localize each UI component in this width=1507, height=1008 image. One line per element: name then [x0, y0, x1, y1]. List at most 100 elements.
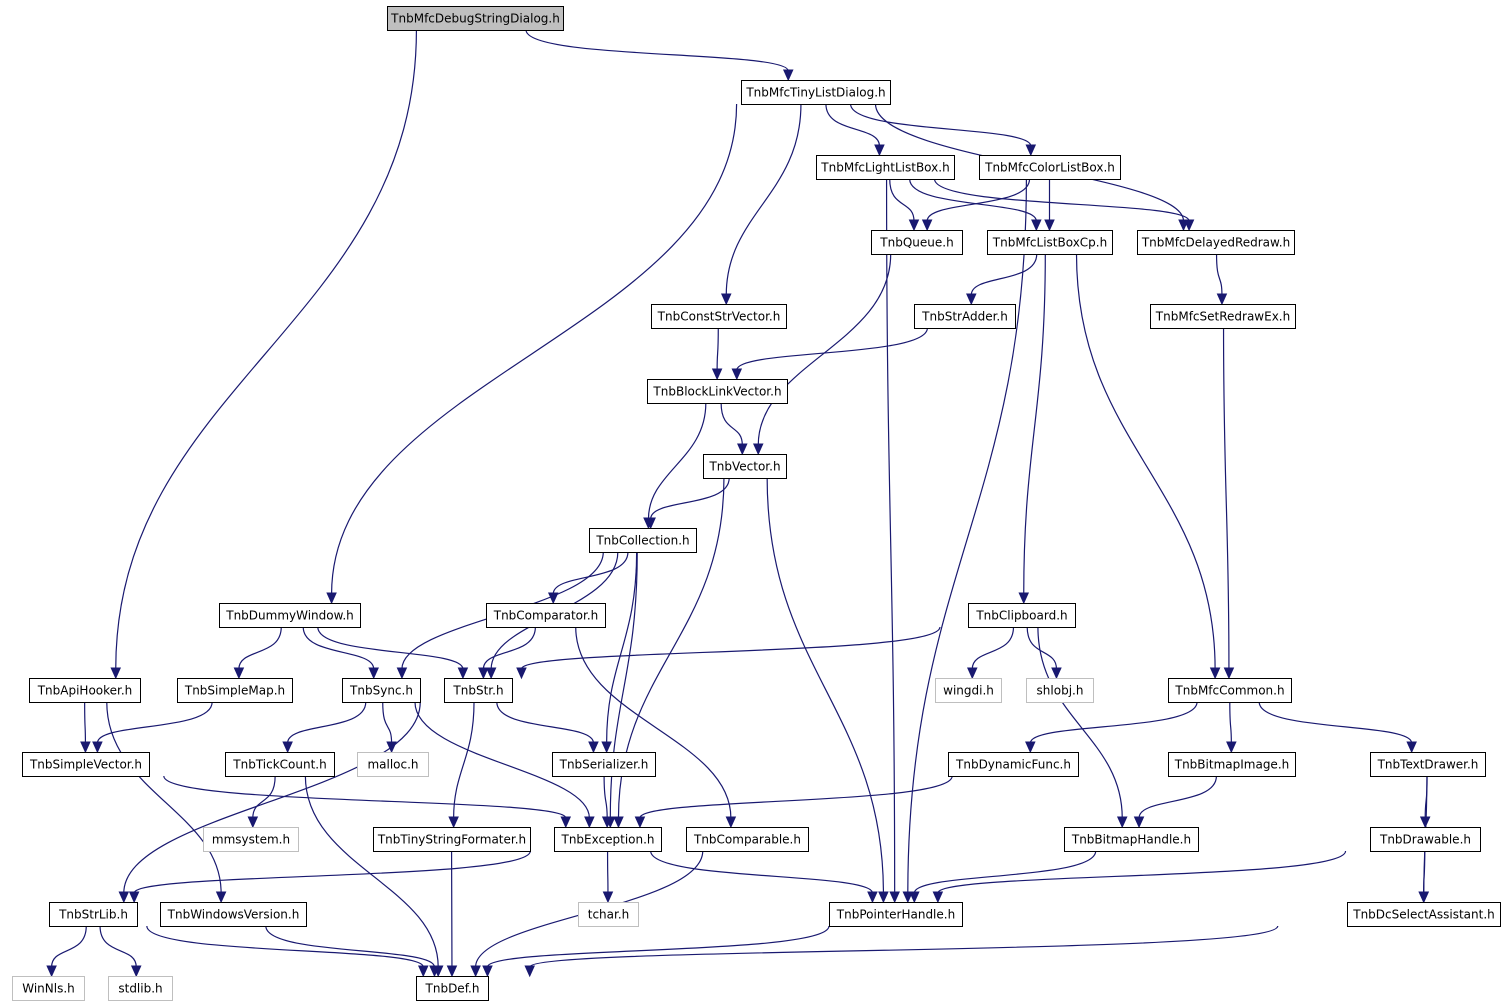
node-serializer[interactable]: TnbSerializer.h [552, 752, 656, 777]
node-comparable[interactable]: TnbComparable.h [686, 827, 809, 852]
node-collection[interactable]: TnbCollection.h [589, 528, 697, 553]
node-comparator[interactable]: TnbComparator.h [486, 603, 606, 628]
arrow-head-stradder-to-blocklink [731, 368, 743, 381]
node-tinyfmt[interactable]: TnbTinyStringFormater.h [373, 827, 531, 852]
node-label-dummywin: TnbDummyWindow.h [225, 609, 354, 623]
edge-clipboard-to-bitmaphandle [1037, 626, 1123, 819]
arrow-head-dummywin-to-str [457, 667, 469, 680]
node-mfccommon[interactable]: TnbMfcCommon.h [1168, 678, 1292, 703]
node-dummywin[interactable]: TnbDummyWindow.h [219, 603, 361, 628]
node-label-colorlist: TnbMfcColorListBox.h [984, 161, 1115, 175]
node-strlib[interactable]: TnbStrLib.h [49, 902, 138, 927]
node-box-listboxcp [987, 230, 1113, 255]
node-setredraw[interactable]: TnbMfcSetRedrawEx.h [1150, 304, 1296, 329]
node-label-comparator: TnbComparator.h [493, 609, 599, 623]
node-vector[interactable]: TnbVector.h [703, 454, 787, 479]
node-dynfunc[interactable]: TnbDynamicFunc.h [948, 752, 1079, 777]
node-delayed[interactable]: TnbMfcDelayedRedraw.h [1137, 230, 1295, 255]
node-winnls[interactable]: WinNls.h [12, 976, 85, 1001]
node-box-delayed [1137, 230, 1295, 255]
arrow-head-listboxcp-to-mfccommon [1209, 667, 1221, 680]
arrow-head-apihooker-to-simplevector [80, 741, 91, 754]
node-mmsystem[interactable]: mmsystem.h [203, 827, 299, 852]
node-box-wingdi [935, 678, 1002, 703]
arrow-head-blocklink-to-vector [737, 443, 748, 456]
node-tickcount[interactable]: TnbTickCount.h [225, 752, 335, 777]
arrow-head-listboxcp-to-clipboard [1018, 592, 1030, 605]
node-box-simplevector [22, 752, 150, 777]
node-listboxcp[interactable]: TnbMfcListBoxCp.h [987, 230, 1113, 255]
node-bitmapimage[interactable]: TnbBitmapImage.h [1168, 752, 1296, 777]
node-box-malloc [357, 752, 429, 777]
arrow-head-clipboard-to-str [516, 667, 527, 680]
node-def[interactable]: TnbDef.h [416, 976, 489, 1001]
arrow-head-textdrawer-to-drawable [1419, 816, 1431, 829]
arrow-head-apihooker-to-winver [215, 891, 227, 904]
node-box-queue [871, 230, 963, 255]
node-colorlist[interactable]: TnbMfcColorListBox.h [979, 155, 1121, 180]
node-tinylist[interactable]: TnbMfcTinyListDialog.h [741, 80, 891, 105]
node-simplemap[interactable]: TnbSimpleMap.h [177, 678, 293, 703]
edge-sync-to-tickcount [287, 701, 367, 744]
node-label-textdrawer: TnbTextDrawer.h [1377, 758, 1479, 772]
node-malloc[interactable]: malloc.h [357, 752, 429, 777]
node-box-blocklink [647, 379, 788, 404]
node-wingdi[interactable]: wingdi.h [935, 678, 1002, 703]
node-exception[interactable]: TnbException.h [554, 827, 662, 852]
arrow-head-strlib-to-def [418, 965, 429, 978]
node-clipboard[interactable]: TnbClipboard.h [968, 603, 1076, 628]
edge-lightlist-to-pointerhandle [885, 178, 896, 894]
node-tchar[interactable]: tchar.h [578, 902, 639, 927]
edge-collection-to-comparator [552, 551, 629, 595]
node-box-tinyfmt [373, 827, 531, 852]
node-label-tinylist: TnbMfcTinyListDialog.h [745, 86, 885, 100]
arrow-head-conststr-to-blocklink [711, 368, 723, 381]
edge-simplevector-to-exception [163, 775, 567, 819]
node-dcselect[interactable]: TnbDcSelectAssistant.h [1347, 902, 1501, 927]
arrow-head-comparable-to-def [470, 965, 481, 978]
node-bitmaphandle[interactable]: TnbBitmapHandle.h [1064, 827, 1199, 852]
edge-blocklink-to-collection [647, 402, 707, 520]
node-drawable[interactable]: TnbDrawable.h [1370, 827, 1481, 852]
node-queue[interactable]: TnbQueue.h [871, 230, 963, 255]
node-label-malloc: malloc.h [367, 758, 418, 772]
node-winver[interactable]: TnbWindowsVersion.h [160, 902, 307, 927]
node-simplevector[interactable]: TnbSimpleVector.h [22, 752, 150, 777]
node-shlobj[interactable]: shlobj.h [1026, 678, 1094, 703]
node-apihooker[interactable]: TnbApiHooker.h [29, 678, 141, 703]
node-box-colorlist [979, 155, 1121, 180]
node-debug[interactable]: TnbMfcDebugStringDialog.h [387, 6, 564, 31]
edge-str-to-tinyfmt [453, 701, 475, 819]
node-str[interactable]: TnbStr.h [444, 678, 513, 703]
node-box-bitmaphandle [1064, 827, 1199, 852]
arrow-head-clipboard-to-shlobj [1051, 667, 1062, 680]
node-conststr[interactable]: TnbConstStrVector.h [651, 304, 787, 329]
node-box-dcselect [1347, 902, 1501, 927]
edge-vector-to-collection [650, 477, 730, 520]
node-box-pointerhandle [829, 902, 963, 927]
node-blocklink[interactable]: TnbBlockLinkVector.h [647, 379, 788, 404]
edge-tinylist-to-colorlist [850, 103, 1032, 147]
node-box-stdlib [108, 976, 173, 1001]
edge-clipboard-to-wingdi [971, 626, 1015, 670]
node-box-dummywin [219, 603, 361, 628]
arrow-head-bitmapimage-to-bitmaphandle [1133, 816, 1145, 829]
node-box-setredraw [1150, 304, 1296, 329]
node-sync[interactable]: TnbSync.h [342, 678, 421, 703]
node-stdlib[interactable]: stdlib.h [108, 976, 173, 1001]
edge-collection-to-serializer [606, 551, 638, 744]
arrow-head-sync-to-tickcount [282, 741, 293, 754]
node-textdrawer[interactable]: TnbTextDrawer.h [1370, 752, 1486, 777]
node-box-str [444, 678, 513, 703]
arrow-head-lightlist-to-delayed [1183, 219, 1195, 232]
node-box-vector [703, 454, 787, 479]
node-stradder[interactable]: TnbStrAdder.h [914, 304, 1016, 329]
node-lightlist[interactable]: TnbMfcLightListBox.h [816, 155, 955, 180]
edge-bitmapimage-to-bitmaphandle [1138, 775, 1218, 819]
node-label-str: TnbStr.h [452, 684, 503, 698]
node-label-bitmaphandle: TnbBitmapHandle.h [1071, 833, 1191, 847]
node-label-debug: TnbMfcDebugStringDialog.h [390, 12, 560, 26]
node-label-serializer: TnbSerializer.h [559, 758, 649, 772]
node-pointerhandle[interactable]: TnbPointerHandle.h [829, 902, 963, 927]
